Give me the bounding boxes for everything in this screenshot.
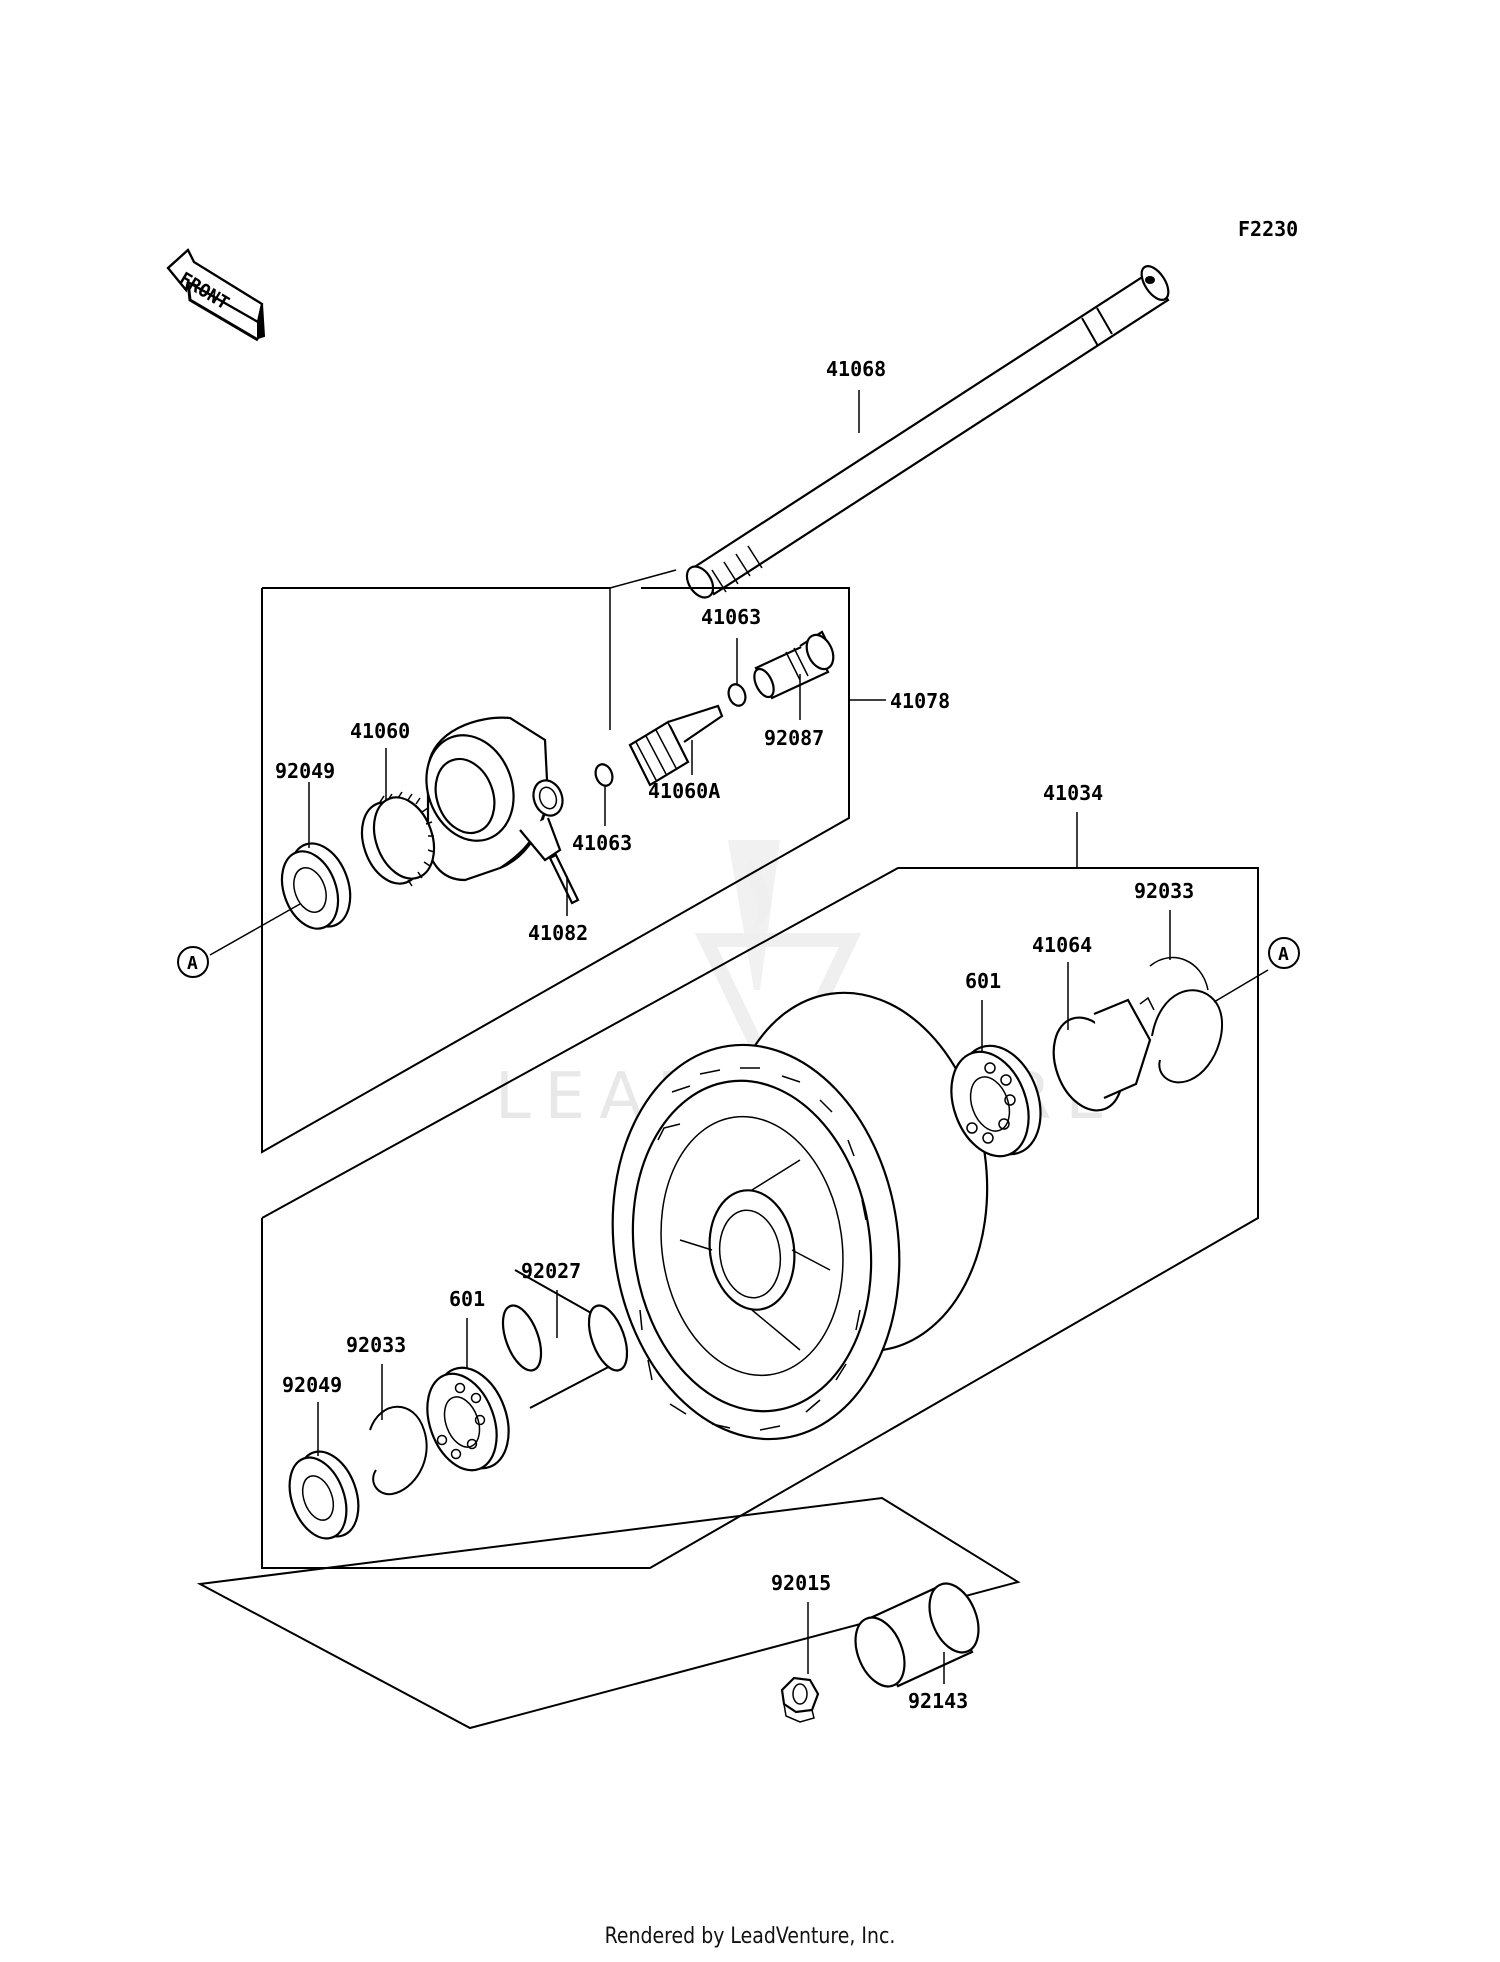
leader-connector-left	[209, 903, 301, 956]
drive-gear-part	[360, 791, 436, 887]
circlip-left-part	[369, 1405, 428, 1496]
callout-bearing-right: 601	[965, 969, 1001, 993]
washer-mid-part	[594, 763, 614, 787]
oil-seal-upper-part	[280, 842, 352, 930]
bearing-left-part	[426, 1366, 510, 1472]
pin-part	[548, 853, 580, 905]
callout-pinion: 41060A	[648, 779, 720, 803]
figure-code: F2230	[1238, 217, 1298, 241]
footer-credit: Rendered by LeadVenture, Inc.	[604, 1924, 896, 1949]
callout-axle: 41068	[826, 357, 886, 381]
gearbox-assembly-frame	[261, 569, 886, 1154]
collar-part	[854, 1582, 980, 1688]
nut-part	[780, 1676, 820, 1723]
wheel-assembly-frame	[261, 867, 1259, 1569]
circlip-right-part	[1149, 956, 1223, 1084]
retainer-part	[1052, 996, 1155, 1112]
connector-right-label: A	[1278, 944, 1289, 965]
callout-drive-gear: 41060	[350, 719, 410, 743]
connector-left-icon	[177, 946, 209, 978]
callout-spacer: 92027	[521, 1259, 581, 1283]
connector-right-icon	[1268, 937, 1300, 969]
callout-pin: 41082	[528, 921, 588, 945]
gearbox-housing-part	[425, 716, 564, 882]
callout-oil-seal-lower: 92049	[282, 1373, 342, 1397]
callout-gearbox-assembly: 41078	[890, 689, 950, 713]
callout-washer-mid: 41063	[572, 831, 632, 855]
leader-connector-right	[1213, 969, 1269, 1003]
washer-top-part	[727, 683, 747, 707]
spacer-part	[501, 1269, 629, 1409]
callout-sleeve: 92087	[764, 726, 824, 750]
callout-circlip-left: 92033	[346, 1333, 406, 1357]
wheel-hub-part	[611, 991, 989, 1441]
callout-washer-top: 41063	[701, 605, 761, 629]
oil-seal-lower-part	[288, 1450, 360, 1540]
callout-retainer: 41064	[1032, 933, 1092, 957]
axle-part	[685, 265, 1170, 599]
connector-left-label: A	[187, 953, 198, 974]
pinion-part	[628, 704, 724, 787]
callout-collar: 92143	[908, 1689, 968, 1713]
lower-parts-frame	[196, 1496, 1021, 1730]
callout-circlip-right: 92033	[1134, 879, 1194, 903]
callout-wheel-assembly: 41034	[1043, 781, 1103, 805]
callout-nut: 92015	[771, 1571, 831, 1595]
bearing-right-part	[950, 1044, 1042, 1158]
callout-bearing-left: 601	[449, 1287, 485, 1311]
callout-oil-seal-upper: 92049	[275, 759, 335, 783]
sleeve-part	[753, 630, 835, 700]
front-arrow-icon: FRONT	[166, 248, 266, 342]
